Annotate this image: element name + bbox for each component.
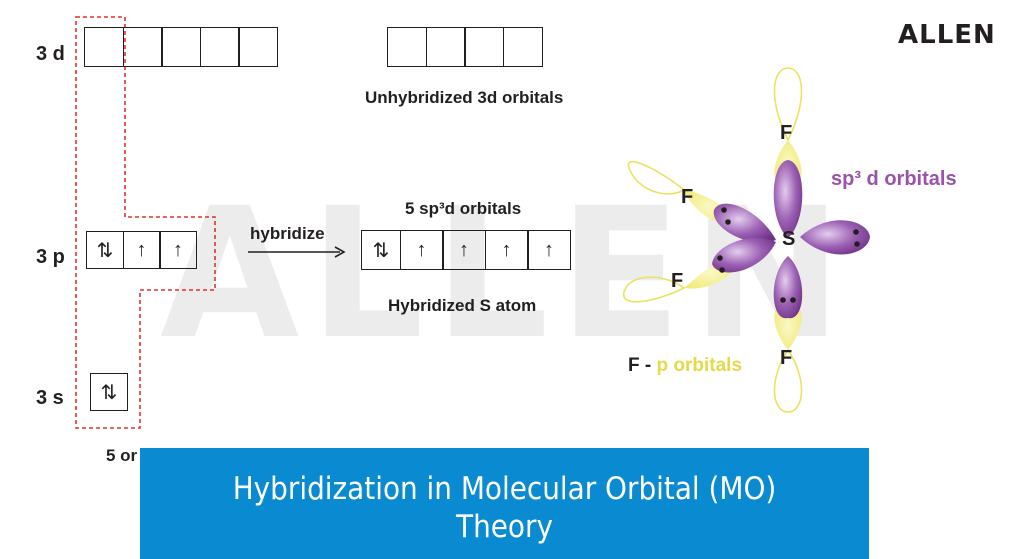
f-p-orbital-outline [773, 67, 803, 142]
atom-label-f-upper-left: F [681, 186, 694, 208]
orbital-box-single: ↑ [527, 230, 571, 270]
sf4-orbital-diagram [623, 67, 870, 413]
atom-label-s: S [782, 228, 796, 250]
atom-label-f-bottom: F [780, 347, 793, 369]
orbital-box-single: ↑ [399, 230, 444, 270]
orbital-box [238, 27, 278, 67]
f-p-orbital-outline [773, 348, 803, 413]
orbital-box [199, 27, 240, 67]
orbital-box [122, 27, 163, 67]
f-p-orbital-outline [627, 160, 686, 195]
hybrid-orbitals-caption: 5 sp³d orbitals [405, 199, 522, 218]
3p-orbital-boxes: ⇅ ↑ ↑ [86, 231, 197, 269]
f-prefix: F - [628, 355, 652, 376]
orbital-box [464, 27, 504, 67]
orbital-box [161, 27, 201, 67]
bottom-partial-text: 5 or [106, 446, 138, 465]
orbital-box [387, 27, 427, 67]
allen-logo: ALLEN [898, 20, 996, 50]
atom-label-f-top: F [780, 122, 793, 144]
orbital-box-paired: ⇅ [86, 231, 124, 269]
hybridize-label: hybridize [250, 224, 325, 243]
orbital-box-single: ↑ [159, 231, 197, 269]
f-p-orbital-outline [623, 276, 686, 303]
sp3d-lobe-bottom [773, 256, 803, 319]
title-banner: Hybridization in Molecular Orbital (MO) … [140, 448, 869, 559]
sp3d-lobe-top [773, 160, 803, 238]
hybridize-arrow-head [334, 246, 346, 258]
orbital-box [425, 27, 466, 67]
hybridized-atom-caption: Hybridized S atom [388, 296, 537, 315]
sp3d-lobe-right [800, 220, 870, 255]
banner-title-line2: Theory [456, 509, 553, 545]
row-label-3p: 3 p [36, 246, 65, 268]
p-orbitals-label: p orbitals [656, 355, 743, 376]
banner-title-line1: Hybridization in Molecular Orbital (MO) [232, 471, 777, 507]
3s-orbital-boxes: ⇅ [90, 373, 128, 411]
orbital-box-single: ↑ [442, 230, 486, 270]
atom-label-f-lower-left: F [671, 270, 684, 292]
orbital-box [84, 27, 124, 67]
sp3d-lobe-lower-left [712, 237, 776, 273]
row-label-3d: 3 d [36, 43, 65, 65]
orbital-box [502, 27, 543, 67]
unhybridized-3d-boxes [387, 27, 543, 67]
orbital-box-paired: ⇅ [90, 373, 128, 411]
sp3d-hybrid-boxes: ⇅ ↑ ↑ ↑ ↑ [361, 230, 571, 270]
sp3d-orbitals-label: sp³ d orbitals [831, 168, 957, 190]
f-p-orbitals-legend: F - p orbitals [628, 355, 742, 377]
row-label-3s: 3 s [36, 387, 64, 409]
sp3d-lobe-upper-left [713, 203, 776, 243]
orbital-box-paired: ⇅ [361, 230, 401, 270]
orbital-box-single: ↑ [122, 231, 161, 269]
3d-orbital-boxes [84, 27, 278, 67]
unhybridized-caption: Unhybridized 3d orbitals [365, 88, 564, 107]
orbital-box-single: ↑ [484, 230, 529, 270]
